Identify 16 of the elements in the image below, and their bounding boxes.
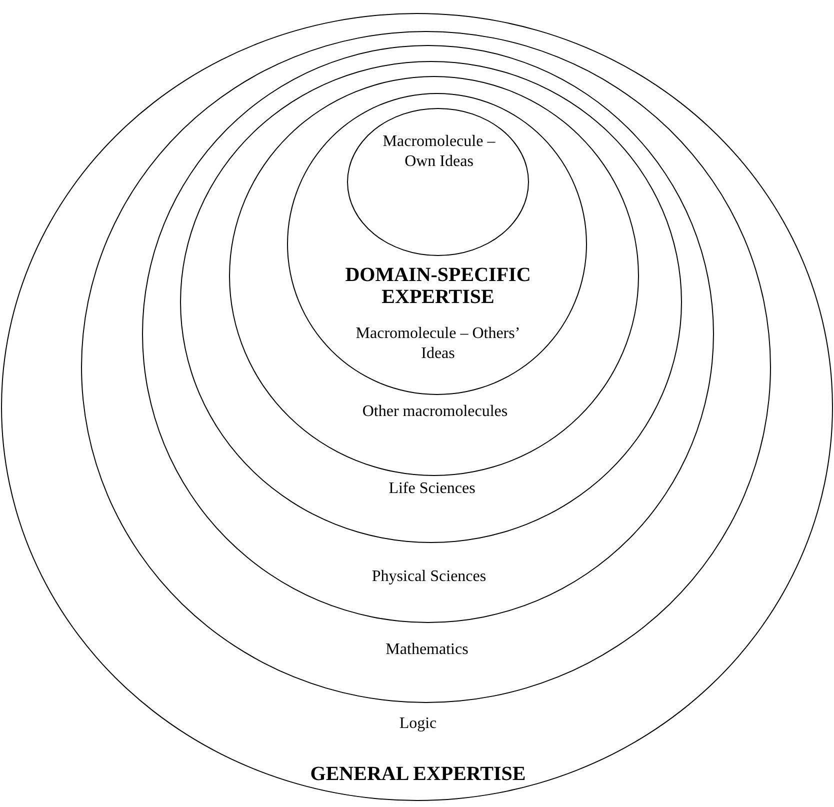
ellipse-region xyxy=(142,45,714,623)
region-label: Life Sciences xyxy=(388,479,476,499)
region-label: Macromolecule – Others’ Ideas xyxy=(354,324,522,364)
ellipse-region xyxy=(1,13,833,801)
region-label: Logic xyxy=(399,714,437,734)
ellipse-region xyxy=(81,31,771,703)
ellipse-region xyxy=(229,76,639,476)
ellipse-region xyxy=(180,61,682,543)
region-label: Physical Sciences xyxy=(372,567,486,587)
zone-heading: GENERAL EXPERTISE xyxy=(310,763,526,785)
ellipse-region xyxy=(347,108,529,256)
region-label: Macromolecule – Own Ideas xyxy=(382,132,496,172)
region-label: Other macromolecules xyxy=(362,402,508,422)
ellipse-region xyxy=(287,93,587,395)
region-label: Mathematics xyxy=(386,640,468,660)
zone-heading: DOMAIN-SPECIFIC EXPERTISE xyxy=(344,264,532,308)
